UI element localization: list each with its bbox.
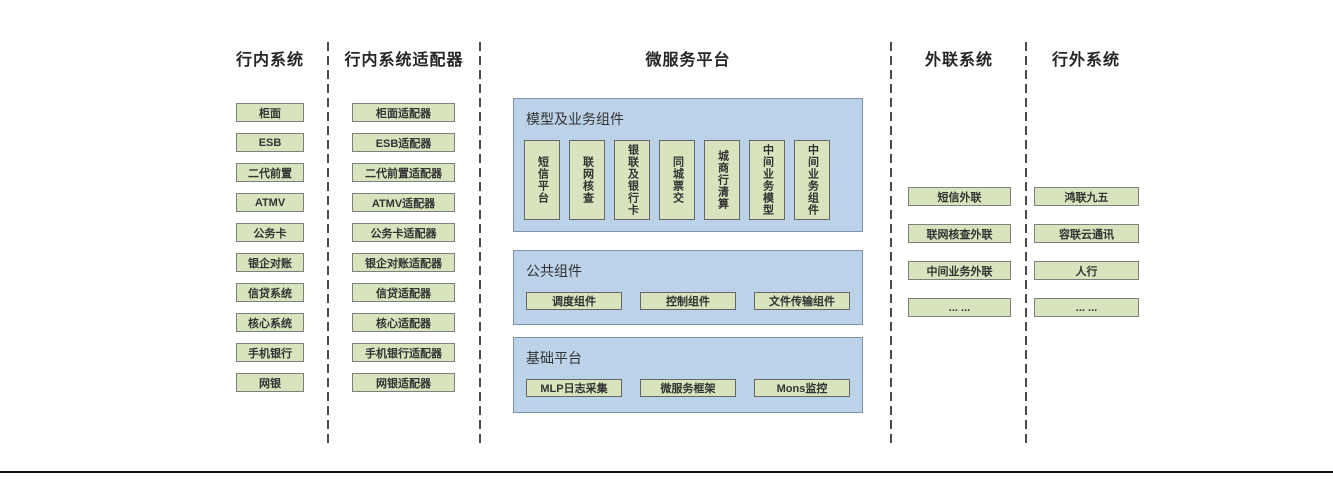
external-systems-list: 短信外联联网核查外联中间业务外联 ... ... <box>908 187 1011 317</box>
panel-label: 公共组件 <box>526 263 582 279</box>
component-box: Mons监控 <box>754 379 850 397</box>
panel-common-components: 公共组件 调度组件控制组件文件传输组件 <box>513 250 863 325</box>
external-system-box: 中间业务外联 <box>908 261 1011 280</box>
panel-model-business-components: 模型及业务组件 短信平台联网核查银联及银行卡同城票交城商行清算中间业务模型中间业… <box>513 98 863 232</box>
component-box: MLP日志采集 <box>526 379 622 397</box>
common-components-list: 调度组件控制组件文件传输组件 <box>524 292 852 310</box>
internal-system-box: 公务卡 <box>236 223 304 242</box>
internal-adapters-list: 柜面适配器 ESB适配器二代前置适配器 ATMV适配器公务卡适配器银企对账适配器信贷… <box>352 103 455 392</box>
external-system-box: 联网核查外联 <box>908 224 1011 243</box>
column-divider <box>890 42 892 448</box>
internal-system-box: 核心系统 <box>236 313 304 332</box>
component-box-vertical: 短信平台 <box>524 140 560 220</box>
internal-system-box: 手机银行 <box>236 343 304 362</box>
internal-system-box: 二代前置 <box>236 163 304 182</box>
adapter-box: 银企对账适配器 <box>352 253 455 272</box>
panel-label: 模型及业务组件 <box>526 111 624 127</box>
adapter-box: ATMV适配器 <box>352 193 455 212</box>
internal-system-box: 信贷系统 <box>236 283 304 302</box>
internal-system-box: ESB <box>236 133 304 152</box>
component-box-vertical: 中间业务组件 <box>794 140 830 220</box>
external-system-box: 短信外联 <box>908 187 1011 206</box>
component-box: 微服务框架 <box>640 379 736 397</box>
column-title-microservice-platform: 微服务平台 <box>645 52 731 69</box>
outside-system-box: 鸿联九五 <box>1034 187 1139 206</box>
internal-system-box: ATMV <box>236 193 304 212</box>
adapter-box: ESB适配器 <box>352 133 455 152</box>
adapter-box: 二代前置适配器 <box>352 163 455 182</box>
outside-system-box: 人行 <box>1034 261 1139 280</box>
bottom-rule <box>0 471 1333 473</box>
column-divider <box>479 42 481 448</box>
column-title-external-systems: 外联系统 <box>924 52 993 69</box>
panel-base-platform: 基础平台 MLP日志采集微服务框架 Mons监控 <box>513 337 863 413</box>
outside-systems-list: 鸿联九五容联云通讯人行 ... ... <box>1034 187 1139 317</box>
adapter-box: 柜面适配器 <box>352 103 455 122</box>
component-box: 调度组件 <box>526 292 622 310</box>
adapter-box: 公务卡适配器 <box>352 223 455 242</box>
internal-system-box: 柜面 <box>236 103 304 122</box>
internal-systems-list: 柜面 ESB 二代前置 ATMV 公务卡银企对账信贷系统核心系统手机银行网银 <box>236 103 304 392</box>
adapter-box: 手机银行适配器 <box>352 343 455 362</box>
external-system-box: ... ... <box>908 298 1011 317</box>
internal-system-box: 网银 <box>236 373 304 392</box>
panel-label: 基础平台 <box>526 350 582 366</box>
column-divider <box>1025 42 1027 448</box>
outside-system-box: ... ... <box>1034 298 1139 317</box>
component-box: 控制组件 <box>640 292 736 310</box>
column-title-outside-systems: 行外系统 <box>1051 52 1120 69</box>
component-box-vertical: 同城票交 <box>659 140 695 220</box>
component-box: 文件传输组件 <box>754 292 850 310</box>
internal-system-box: 银企对账 <box>236 253 304 272</box>
adapter-box: 网银适配器 <box>352 373 455 392</box>
component-box-vertical: 中间业务模型 <box>749 140 785 220</box>
adapter-box: 信贷适配器 <box>352 283 455 302</box>
column-title-internal-adapters: 行内系统适配器 <box>344 52 464 69</box>
adapter-box: 核心适配器 <box>352 313 455 332</box>
model-business-components-list: 短信平台联网核查银联及银行卡同城票交城商行清算中间业务模型中间业务组件 <box>524 140 852 220</box>
component-box-vertical: 城商行清算 <box>704 140 740 220</box>
component-box-vertical: 银联及银行卡 <box>614 140 650 220</box>
column-title-internal-systems: 行内系统 <box>235 52 304 69</box>
base-platform-list: MLP日志采集微服务框架 Mons监控 <box>524 379 852 397</box>
column-divider <box>327 42 329 448</box>
outside-system-box: 容联云通讯 <box>1034 224 1139 243</box>
component-box-vertical: 联网核查 <box>569 140 605 220</box>
